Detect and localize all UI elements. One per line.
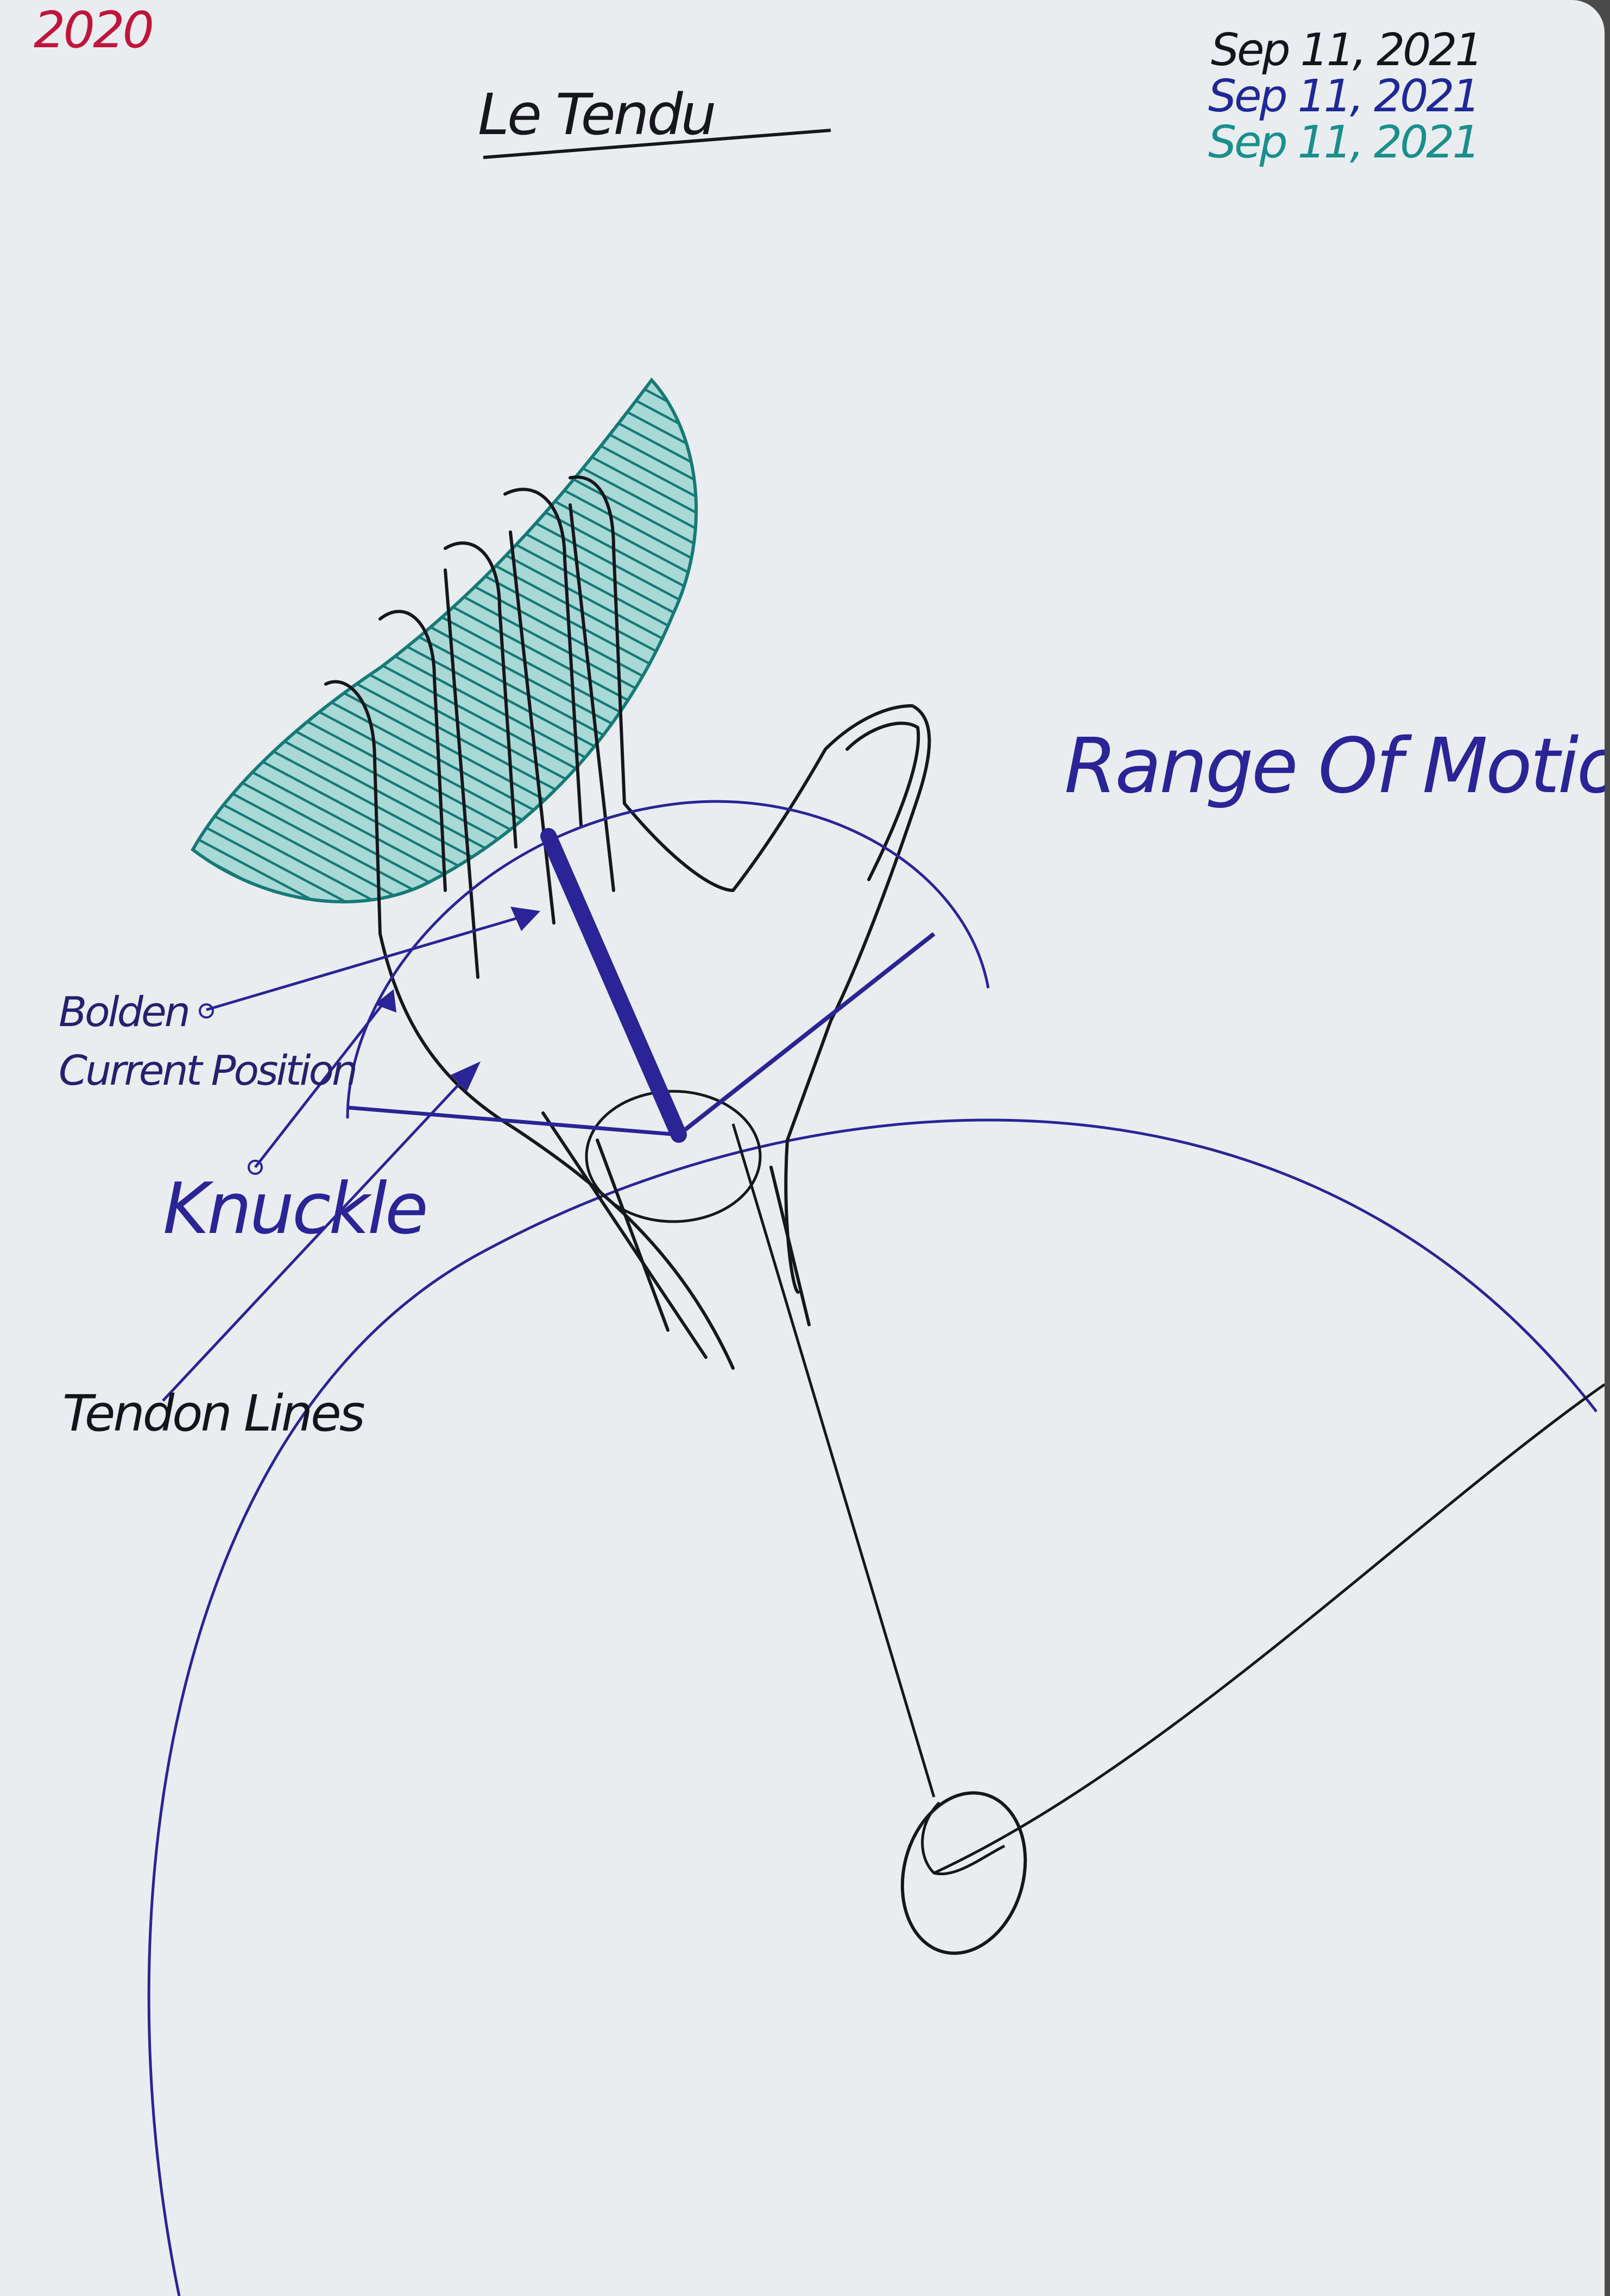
- date-blue: Sep 11, 2021: [1208, 71, 1481, 122]
- forearm-line: [731, 1123, 936, 1798]
- pivot-circle: [900, 1791, 1027, 1955]
- radius-line: [933, 1383, 1605, 1875]
- bolden-label-line1: Bolden: [59, 988, 191, 1036]
- bold-position-line: [540, 828, 687, 1143]
- pointer-arrowheads: [375, 907, 540, 1091]
- range-end-line: [677, 932, 936, 1137]
- tendon-lines-label: Tendon Lines: [62, 1384, 365, 1443]
- bolden-label-line2: Current Position: [59, 1046, 358, 1095]
- date-black: Sep 11, 2021: [1211, 24, 1483, 76]
- page-title: Le Tendu: [478, 81, 716, 148]
- range-of-motion-label: Range Of Motion Arc: [1064, 722, 1605, 811]
- teal-hatched-fingertip-arc: [191, 377, 698, 903]
- range-of-motion-large-arc: [147, 1118, 1598, 2296]
- hand-outline: [324, 475, 931, 1370]
- title-underline: [483, 129, 831, 159]
- year-note: 2020: [34, 1, 154, 59]
- label-pointers: [162, 910, 538, 1402]
- pivot-inner-curve: [921, 1801, 1006, 1875]
- knuckle-circle: [585, 1090, 762, 1223]
- pointer-origin-circles: [199, 1003, 263, 1175]
- date-teal: Sep 11, 2021: [1208, 117, 1481, 168]
- knuckle-label: Knuckle: [163, 1167, 428, 1250]
- bolden-current-position-label: Bolden Current Position: [59, 983, 358, 1100]
- range-of-motion-small-arc: [346, 800, 990, 1119]
- range-start-line: [347, 1105, 679, 1137]
